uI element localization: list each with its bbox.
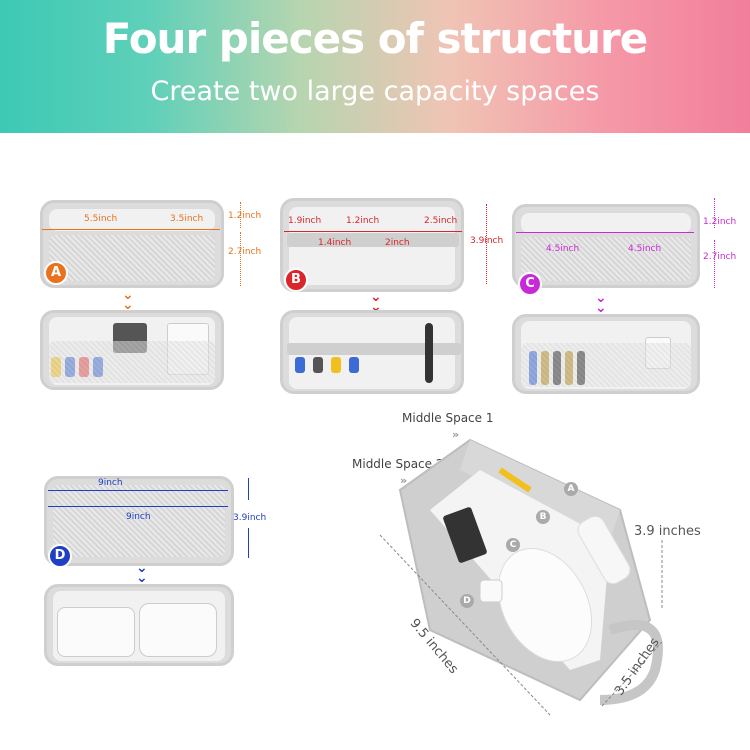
- bag-marker-a: A: [564, 482, 578, 496]
- dim-line-b: [284, 231, 462, 232]
- badge-c: C: [518, 272, 542, 296]
- pouch-b-bottom: [280, 310, 464, 394]
- badge-b: B: [284, 268, 308, 292]
- dim-b-2: 1.2inch: [346, 216, 380, 226]
- header-banner: Four pieces of structure Create two larg…: [0, 0, 750, 133]
- dim-line-a: [42, 229, 220, 230]
- chevron-down-icon: ⌄⌄: [595, 290, 607, 316]
- dim-b-4: 1.4inch: [318, 238, 352, 248]
- bag-height-label: 3.9 inches: [634, 524, 701, 539]
- dim-d-3: 3.9inch: [233, 513, 267, 523]
- banner-subtitle: Create two large capacity spaces: [150, 76, 600, 107]
- dim-a-1: 5.5inch: [84, 214, 118, 224]
- dim-c-3: 4.5inch: [628, 244, 662, 254]
- middle-space-2-label: Middle Space 2: [352, 457, 444, 471]
- chevron-icon: »: [400, 474, 408, 487]
- chevron-icon: »: [452, 428, 460, 441]
- bag-drawing: [379, 438, 663, 716]
- dim-line-d: [48, 506, 228, 507]
- bag-marker-b: B: [536, 510, 550, 524]
- pouch-d-bottom: [44, 584, 234, 666]
- pouch-c-top: [512, 204, 700, 288]
- badge-d: D: [48, 544, 72, 568]
- dim-c-1: 1.2inch: [703, 217, 737, 227]
- dim-c-4: 2.7inch: [703, 252, 737, 262]
- middle-space-1-label: Middle Space 1: [402, 411, 494, 425]
- pouch-b-top: [280, 198, 464, 292]
- pouch-a-bottom: [40, 310, 224, 390]
- bag-marker-d: D: [460, 594, 474, 608]
- pouch-d-top: [44, 476, 234, 566]
- dim-b-6: 3.9inch: [470, 236, 504, 246]
- dim-a-4: 2.7inch: [228, 247, 262, 257]
- banner-title: Four pieces of structure: [102, 14, 649, 63]
- bag-marker-c: C: [506, 538, 520, 552]
- dim-d-2: 9inch: [126, 512, 151, 522]
- dim-b-5: 2inch: [385, 238, 410, 248]
- chevron-down-icon: ⌄⌄: [122, 287, 134, 313]
- dim-a-3: 1.2inch: [228, 211, 262, 221]
- chevron-down-icon: ⌄⌄: [136, 560, 148, 586]
- dim-c-2: 4.5inch: [546, 244, 580, 254]
- dim-line-c: [516, 232, 694, 233]
- chevron-down-icon: ⌄⌄: [370, 289, 382, 315]
- dim-d-1: 9inch: [98, 478, 123, 488]
- dim-a-2: 3.5inch: [170, 214, 204, 224]
- pouch-c-bottom: [512, 314, 700, 394]
- dim-b-1: 1.9inch: [288, 216, 322, 226]
- dim-b-3: 2.5inch: [424, 216, 458, 226]
- badge-a: A: [44, 261, 68, 285]
- pouch-a-top: [40, 200, 224, 288]
